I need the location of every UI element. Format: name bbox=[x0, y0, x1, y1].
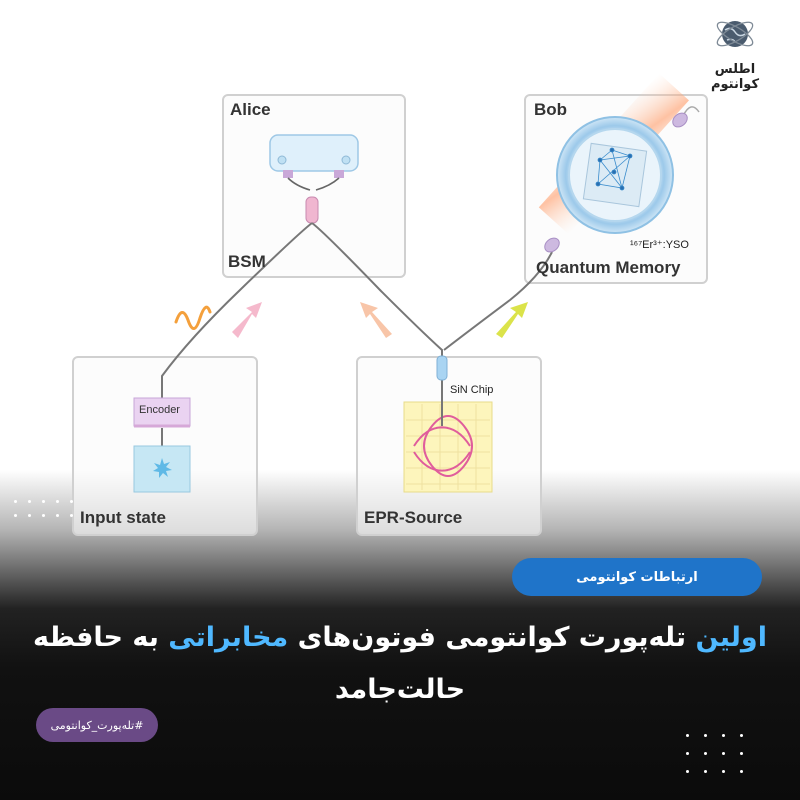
category-badge: ارتباطات کوانتومی bbox=[512, 558, 762, 596]
signal-wave-icon bbox=[174, 305, 212, 330]
alice-panel bbox=[222, 94, 406, 278]
decorative-dots-right bbox=[686, 734, 756, 784]
headline: اولین تله‌پورت کوانتومی فوتون‌های مخابرا… bbox=[20, 612, 780, 716]
fiber-lines bbox=[161, 222, 553, 446]
epr-source-label: EPR-Source bbox=[364, 508, 463, 527]
bob-label: Bob bbox=[534, 100, 568, 119]
crystal-label: ¹⁶⁷Er³⁺:YSO bbox=[630, 239, 689, 251]
quantum-memory-label: Quantum Memory bbox=[536, 258, 681, 277]
globe-atom-icon bbox=[716, 21, 754, 47]
photon-source-block bbox=[133, 445, 191, 493]
quantum-memory-crystal bbox=[538, 73, 700, 253]
bsm-label: BSM bbox=[228, 252, 266, 271]
arrow-up-left-icon bbox=[360, 302, 392, 338]
hashtag-badge: #تله‌پورت_کوانتومی bbox=[36, 708, 158, 742]
headline-text-2: به حافظه حالت‌جامد bbox=[33, 622, 466, 705]
arrow-up-right-icon bbox=[232, 302, 262, 338]
brand-name: اطلس کوانتوم bbox=[710, 62, 760, 92]
headline-text-1: تله‌پورت کوانتومی فوتون‌های bbox=[288, 622, 696, 653]
brand-logo: اطلس کوانتوم bbox=[690, 12, 780, 92]
headline-highlight-1: اولین bbox=[695, 622, 767, 653]
sin-chip bbox=[403, 355, 493, 493]
encoder-block bbox=[133, 397, 191, 428]
headline-highlight-2: مخابراتی bbox=[168, 622, 289, 653]
encoder-label: Encoder bbox=[139, 404, 180, 416]
decorative-dots-left bbox=[14, 500, 104, 530]
bsm-beamsplitter bbox=[269, 134, 359, 224]
arrow-up-right-green-icon bbox=[496, 302, 528, 338]
input-state-label: Input state bbox=[80, 508, 166, 527]
alice-label: Alice bbox=[230, 100, 271, 119]
sin-chip-label: SiN Chip bbox=[450, 384, 494, 396]
